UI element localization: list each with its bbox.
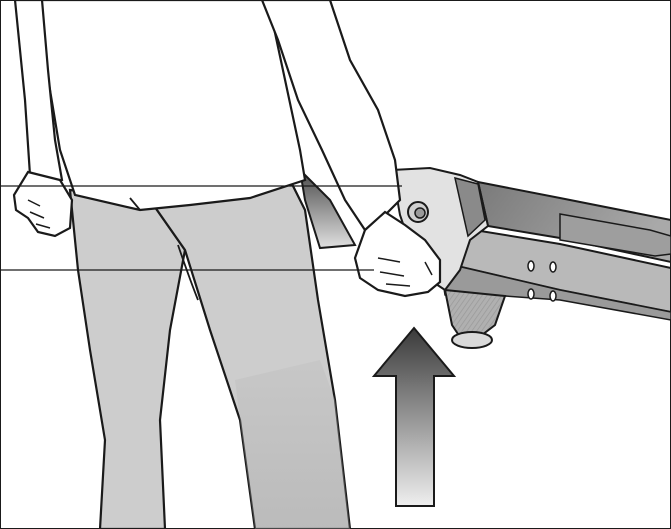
shirt	[40, 0, 305, 210]
screw-hole	[528, 289, 534, 299]
person	[14, 0, 440, 529]
screw-hole	[550, 262, 556, 272]
roller-bolt-inner	[415, 208, 425, 218]
screw-hole	[528, 261, 534, 271]
screw-hole	[550, 291, 556, 301]
left-leg	[70, 190, 185, 529]
rubber-foot	[452, 332, 492, 348]
lift-up-arrow-icon	[374, 328, 454, 506]
